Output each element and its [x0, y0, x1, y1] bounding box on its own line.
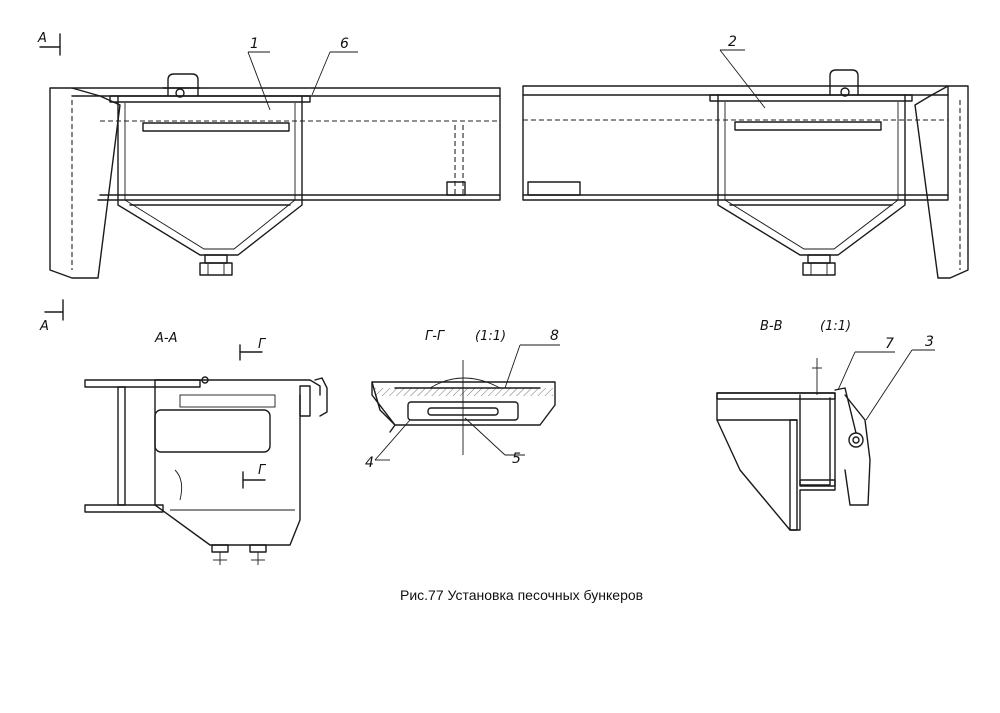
callout-8: 8 — [504, 328, 560, 389]
section-arrow-a-bottom-label: А — [39, 319, 49, 334]
section-aa-title: А-А — [154, 331, 177, 346]
sand-hopper-right — [709, 69, 913, 276]
section-vv-title: В-В — [760, 319, 783, 334]
callout-2: 2 — [719, 34, 766, 109]
section-mark-g-upper: Г — [239, 337, 267, 361]
hopper-section-aa — [154, 376, 328, 565]
section-vv-scale: (1:1) — [820, 319, 851, 334]
callout-5: 5 — [464, 417, 525, 467]
section-gg-scale: (1:1) — [475, 329, 506, 344]
right-frame-beam — [522, 85, 969, 279]
callout-1: 1 — [247, 36, 271, 111]
svg-text:Г: Г — [258, 463, 267, 478]
section-arrow-a-top: А — [37, 31, 61, 56]
section-gg-title: Г-Г — [425, 329, 446, 344]
callout-4: 4 — [365, 419, 411, 471]
svg-text:6: 6 — [340, 36, 349, 52]
svg-text:7: 7 — [885, 336, 894, 352]
main-elevation-view: А — [37, 31, 969, 279]
callout-3: 3 — [865, 334, 935, 421]
svg-text:1: 1 — [250, 36, 259, 52]
callout-6: 6 — [311, 36, 358, 96]
section-mark-g-lower: Г — [242, 463, 267, 489]
svg-text:8: 8 — [550, 328, 559, 344]
section-gg-view: Г-Г (1:1) 8 4 5 — [365, 328, 560, 471]
i-beam — [84, 379, 201, 513]
section-aa-view: А А-А — [39, 299, 328, 565]
svg-text:Г: Г — [258, 337, 267, 352]
figure-caption: Рис.77 Установка песочных бункеров — [400, 587, 643, 603]
section-arrow-a-bottom: А — [39, 299, 64, 334]
section-vv-view: В-В (1:1) 7 3 — [716, 319, 935, 531]
svg-text:2: 2 — [728, 34, 737, 50]
svg-text:4: 4 — [365, 455, 374, 471]
svg-text:3: 3 — [925, 334, 934, 350]
section-arrow-a-label: А — [37, 31, 47, 46]
callout-7: 7 — [837, 336, 895, 391]
sand-hopper-left — [109, 73, 311, 276]
svg-text:5: 5 — [512, 451, 521, 467]
